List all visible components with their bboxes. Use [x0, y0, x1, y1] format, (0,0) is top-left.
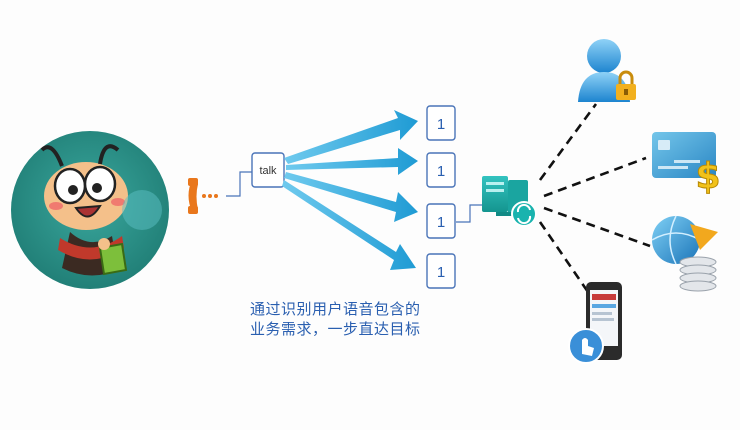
phone-connector	[226, 171, 252, 197]
cartoon-bee-icon	[11, 131, 169, 289]
caption: 通过识别用户语音包含的 业务需求，一步直达目标	[250, 300, 470, 340]
target-label: 1	[437, 116, 445, 133]
server-sync-icon	[482, 176, 537, 227]
target-box-1: 1	[426, 105, 456, 141]
caption-line-1: 通过识别用户语音包含的	[250, 301, 421, 318]
caption-line-2: 业务需求，一步直达目标	[250, 321, 421, 338]
arrow-4	[282, 180, 416, 270]
target-label: 1	[437, 214, 445, 231]
target-box-3: 1	[426, 203, 456, 239]
link-card	[543, 156, 647, 198]
intent-arrows	[282, 110, 418, 270]
arrow-2	[286, 148, 418, 175]
target-box-2: 1	[426, 152, 456, 188]
link-money	[543, 206, 651, 248]
svg-text:$: $	[695, 156, 720, 197]
target-box-4: 1	[426, 253, 456, 289]
payment-card-icon: $	[652, 132, 721, 198]
arrow-1	[284, 110, 418, 164]
talk-label: talk	[259, 165, 277, 177]
link-mobile	[538, 221, 590, 293]
link-user	[538, 103, 598, 181]
phone-icon	[188, 178, 218, 214]
globe-coins-icon	[651, 215, 718, 292]
arrow-3	[284, 172, 418, 222]
target-connector	[456, 204, 482, 223]
mobile-touch-icon	[568, 282, 622, 364]
talk-box: talk	[251, 152, 285, 188]
service-links	[538, 103, 651, 293]
target-label: 1	[437, 264, 445, 281]
user-lock-icon	[578, 39, 636, 102]
target-label: 1	[437, 163, 445, 180]
